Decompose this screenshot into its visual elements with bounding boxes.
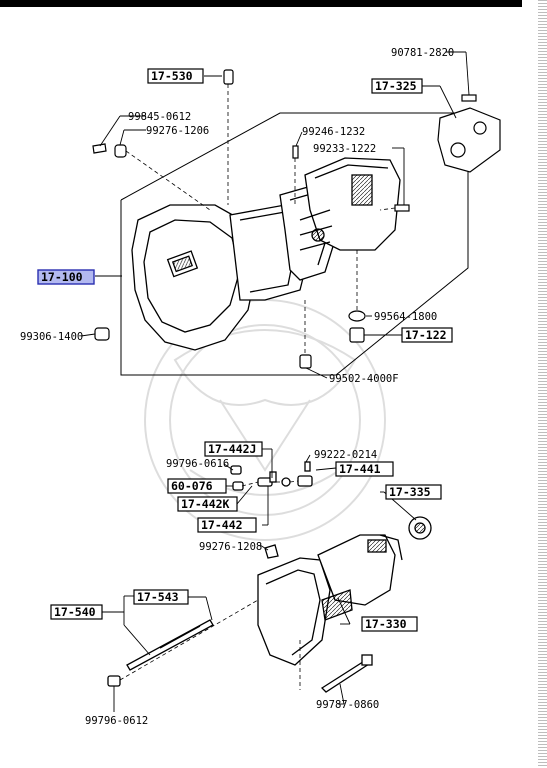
callout-17-330-label: 17-330: [365, 617, 407, 631]
callout-17-442J-label: 17-442J: [208, 442, 256, 456]
callout-17-540-label: 17-540: [54, 605, 96, 619]
transmission-case: [131, 157, 401, 351]
part-99502-4000F: 99502-4000F: [329, 373, 399, 385]
part-99276-1206: 99276-1206: [146, 125, 209, 137]
callout-17-100[interactable]: 17-100: [37, 269, 95, 285]
part-90781-2820: 90781-2820: [391, 47, 454, 59]
part-99796-0612: 99796-0612: [85, 715, 148, 727]
part-99845-0612: 99845-0612: [128, 111, 191, 123]
part-99222-0214: 99222-0214: [314, 449, 377, 461]
callout-17-122[interactable]: 17-122: [401, 327, 453, 343]
callout-17-530[interactable]: 17-530: [147, 68, 204, 84]
part-99233-1222: 99233-1222: [313, 143, 376, 155]
callout-17-335-label: 17-335: [389, 485, 431, 499]
callout-60-076[interactable]: 60-076: [167, 478, 227, 494]
callout-17-530-label: 17-530: [151, 69, 193, 83]
callout-17-325[interactable]: 17-325: [371, 78, 423, 94]
part-99306-1400: 99306-1400: [20, 331, 83, 343]
extension-housing: [107, 461, 432, 693]
leader-lines-upper: [80, 51, 470, 379]
callout-17-330[interactable]: 17-330: [361, 616, 418, 632]
part-99246-1232: 99246-1232: [302, 126, 365, 138]
part-99276-1208: 99276-1208: [199, 541, 262, 553]
callout-17-441-label: 17-441: [339, 462, 381, 476]
part-99796-0616: 99796-0616: [166, 458, 229, 470]
callout-17-442K-label: 17-442K: [181, 497, 230, 511]
page-edge: [538, 0, 547, 768]
small-parts-upper: [92, 69, 501, 369]
callout-17-325-label: 17-325: [375, 79, 417, 93]
callout-17-543-label: 17-543: [137, 590, 179, 604]
callout-17-442J[interactable]: 17-442J: [204, 441, 263, 457]
callout-60-076-label: 60-076: [171, 479, 213, 493]
callout-17-441[interactable]: 17-441: [335, 461, 394, 477]
callout-17-442[interactable]: 17-442: [197, 517, 257, 533]
callout-17-543[interactable]: 17-543: [133, 589, 189, 605]
callout-17-122-label: 17-122: [405, 328, 447, 342]
callout-17-335[interactable]: 17-335: [385, 484, 442, 500]
part-99787-0860: 99787-0860: [316, 699, 379, 711]
dashed-guides-upper: [125, 84, 396, 355]
leader-lines-lower: [96, 448, 417, 712]
upper-assembly-outline: [120, 112, 469, 376]
callout-17-100-label: 17-100: [41, 270, 83, 284]
callout-17-540[interactable]: 17-540: [50, 604, 103, 620]
callout-17-442K[interactable]: 17-442K: [177, 496, 238, 512]
top-rule: [0, 0, 522, 7]
dashed-guides-lower: [119, 480, 301, 690]
part-99564-1800: 99564-1800: [374, 311, 437, 323]
callout-17-442-label: 17-442: [201, 518, 243, 532]
